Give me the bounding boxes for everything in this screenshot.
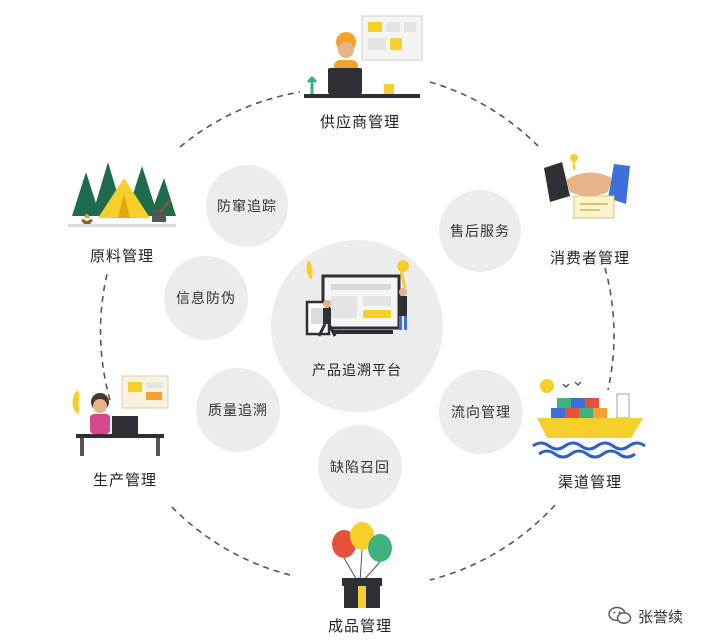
handshake-illustration	[544, 154, 630, 219]
bubble-defect-recall: 缺陷召回	[318, 425, 402, 509]
center-label: 产品追溯平台	[312, 363, 402, 379]
bubble-label: 防窜追踪	[217, 199, 277, 215]
node-label-production: 生产管理	[92, 471, 157, 489]
wechat-icon	[608, 606, 632, 624]
node-label-finished: 成品管理	[327, 617, 392, 635]
node-label-raw: 原料管理	[89, 247, 154, 265]
node-channel: 渠道管理	[525, 372, 655, 492]
bubble-label: 流向管理	[451, 405, 511, 421]
watermark-author: 张誉续	[638, 607, 684, 626]
node-label-consumer: 消费者管理	[549, 249, 630, 267]
node-raw: 原料管理	[62, 148, 182, 266]
node-consumer: 消费者管理	[530, 148, 650, 268]
cargo-ship-illustration	[532, 379, 646, 459]
bubble-after-sales: 售后服务	[439, 190, 521, 272]
bubble-anti-counterfeit: 信息防伪	[164, 256, 248, 340]
bubble-label: 信息防伪	[176, 291, 236, 307]
bubble-anti-channeling: 防窜追踪	[206, 165, 288, 247]
center-platform: 产品追溯平台	[271, 240, 443, 412]
camping-tent-illustration	[68, 162, 176, 228]
supplier-illustration	[304, 15, 423, 98]
bubble-label: 售后服务	[450, 224, 510, 240]
bubble-label: 缺陷召回	[330, 460, 390, 476]
bubble-quality-trace: 质量追溯	[196, 368, 280, 452]
gift-balloons-illustration	[332, 522, 392, 608]
node-production: 生产管理	[60, 368, 190, 490]
node-label-channel: 渠道管理	[557, 473, 622, 491]
bubble-label: 质量追溯	[208, 403, 268, 419]
bubble-flow-management: 流向管理	[439, 370, 523, 454]
node-finished: 成品管理	[300, 520, 420, 636]
node-label-supplier: 供应商管理	[319, 113, 400, 131]
node-supplier: 供应商管理	[290, 10, 430, 132]
platform-illustration	[305, 260, 409, 337]
author-watermark: 张誉续	[608, 604, 716, 628]
worker-desk-illustration	[72, 375, 169, 456]
